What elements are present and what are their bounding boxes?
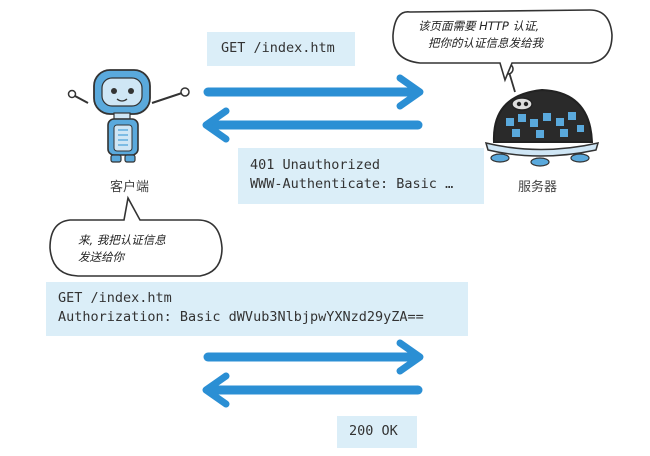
message-request-2: GET /index.htm Authorization: Basic dWVu… — [46, 282, 468, 336]
server-speech-bubble — [392, 9, 613, 83]
message-response-1: 401 Unauthorized WWW-Authenticate: Basic… — [238, 148, 484, 204]
client-bubble-text: 来, 我把认证信息 发送给你 — [78, 232, 166, 266]
client-speech-bubble — [49, 195, 223, 277]
message-request-1: GET /index.htm — [207, 32, 355, 66]
client-robot-icon — [67, 69, 190, 163]
server-bubble-line-2: 把你的认证信息发给我 — [428, 36, 543, 50]
server-robot-icon — [484, 63, 600, 167]
server-bubble-line-1: 该页面需要 HTTP 认证, — [418, 19, 540, 33]
client-bubble-line-1: 来, 我把认证信息 — [78, 233, 166, 247]
arrow-response-1 — [202, 107, 423, 143]
arrow-request-1 — [203, 74, 424, 110]
server-label: 服务器 — [518, 180, 558, 195]
message-response-2: 200 OK — [337, 416, 417, 448]
arrow-response-2 — [202, 372, 423, 408]
server-bubble-text: 该页面需要 HTTP 认证, 把你的认证信息发给我 — [418, 18, 543, 52]
client-label: 客户端 — [110, 180, 150, 195]
arrow-request-2 — [203, 339, 424, 375]
client-bubble-line-2: 发送给你 — [78, 250, 124, 264]
